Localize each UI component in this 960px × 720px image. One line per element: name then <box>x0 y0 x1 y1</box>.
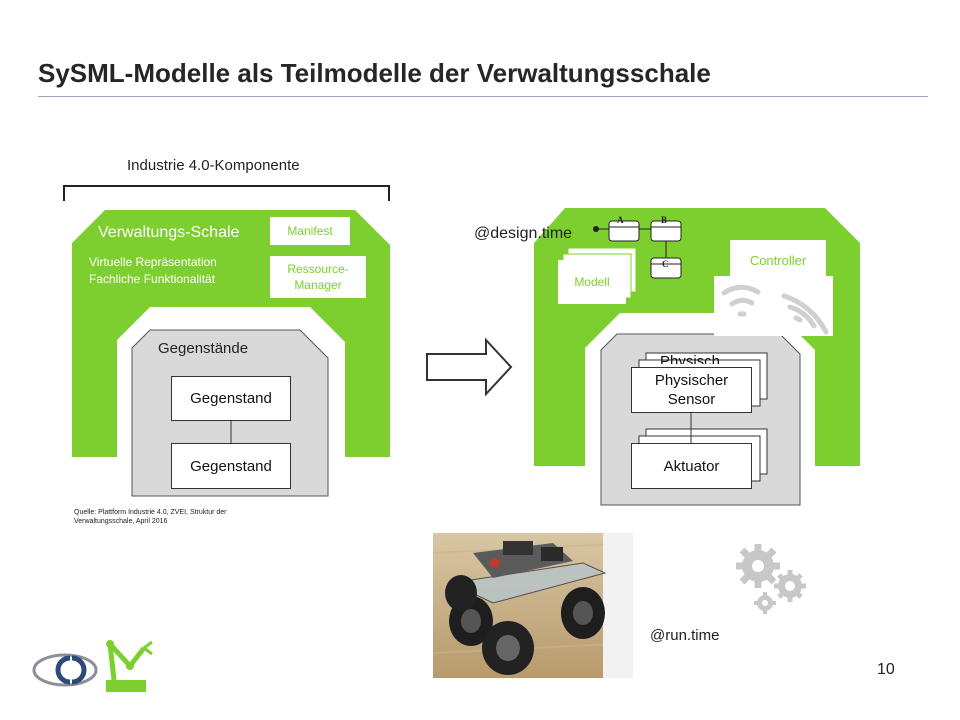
gears-icon <box>736 544 806 614</box>
state-a-label: A <box>617 215 624 225</box>
run-time-label: @run.time <box>650 627 719 644</box>
state-b-label: B <box>661 215 667 225</box>
sensor-back-label: Physisch <box>660 353 720 364</box>
physical-sensor-box: Physischer Sensor <box>631 367 752 413</box>
robot-car-photo <box>433 533 633 678</box>
controller-label: Controller <box>750 253 806 269</box>
page-number: 10 <box>877 661 895 679</box>
cd-logo-icon <box>30 648 100 692</box>
model-box: Modell <box>558 260 626 304</box>
controller-box: Controller <box>730 240 826 282</box>
design-time-label: @design.time <box>474 225 572 243</box>
sensor-line-1: Physischer <box>655 371 728 390</box>
model-label: Modell <box>574 274 609 290</box>
robot-arm-logo-icon <box>100 636 156 694</box>
sensor-line-2: Sensor <box>668 390 716 409</box>
state-c-label: C <box>662 259 669 269</box>
actuator-box: Aktuator <box>631 443 752 489</box>
